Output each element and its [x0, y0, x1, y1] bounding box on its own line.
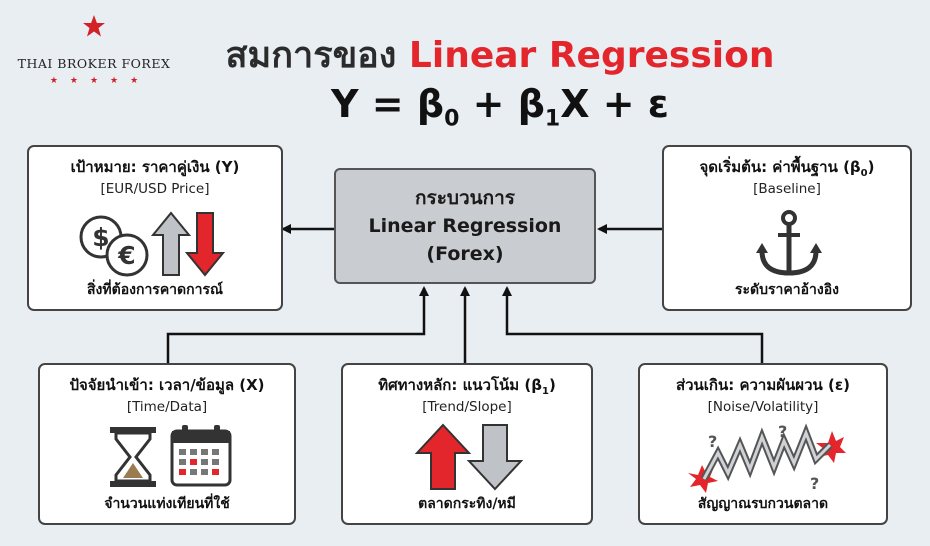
volatility-zigzag-icon: ? ? ?	[688, 423, 846, 493]
equation: Y = β0 + β1X + ε	[180, 82, 820, 132]
target-box: เป้าหมาย: ราคาคู่เงิน (Y) [EUR/USD Price…	[27, 145, 283, 311]
equation-sub1: 1	[544, 106, 561, 132]
baseline-heading-end: )	[867, 158, 875, 176]
trend-heading-wrap: ทิศทางหลัก: แนวโน้ม (β1)	[343, 373, 591, 397]
title-thai: สมการของ	[225, 35, 397, 76]
brand-stars: ★★★★★	[49, 76, 151, 86]
trend-box: ทิศทางหลัก: แนวโน้ม (β1) [Trend/Slope] ต…	[341, 363, 593, 525]
arrow-input-to-center	[166, 286, 429, 363]
center-line3: (Forex)	[426, 243, 504, 265]
baseline-heading: จุดเริ่มต้น: ค่าพื้นฐาน (β	[699, 158, 861, 176]
svg-text:?: ?	[810, 474, 819, 493]
noise-sub: [Noise/Volatility]	[707, 399, 819, 415]
center-line2: Linear Regression	[368, 215, 562, 237]
input-box: ปัจจัยนำเข้า: เวลา/ข้อมูล (X) [Time/Data…	[38, 363, 296, 525]
target-heading: เป้าหมาย: ราคาคู่เงิน (Y)	[70, 158, 240, 176]
trend-arrows-icon	[414, 423, 524, 491]
page-title: สมการของ Linear Regression	[180, 26, 820, 83]
noise-box: ส่วนเกิน: ความผันผวน (ε) [Noise/Volatili…	[638, 363, 888, 525]
equation-y: Y = β	[331, 82, 445, 126]
equation-plus: + β	[459, 82, 545, 126]
center-process-box: กระบวนการ Linear Regression (Forex)	[334, 168, 596, 284]
baseline-heading-wrap: จุดเริ่มต้น: ค่าพื้นฐาน (β0)	[664, 155, 910, 179]
brand-name: THAI BROKER FOREX	[17, 56, 171, 71]
baseline-sub: [Baseline]	[753, 181, 821, 197]
input-footer: จำนวนแท่งเทียนที่ใช้	[104, 496, 230, 512]
center-line1: กระบวนการ	[414, 187, 515, 209]
trend-heading: ทิศทางหลัก: แนวโน้ม (β	[378, 376, 542, 394]
svg-text:?: ?	[708, 432, 717, 451]
target-sub: [EUR/USD Price]	[100, 181, 210, 197]
trend-sub: [Trend/Slope]	[422, 399, 512, 415]
baseline-footer: ระดับราคาอ้างอิง	[735, 282, 839, 298]
anchor-icon	[756, 210, 822, 276]
svg-text:$: $	[92, 223, 109, 252]
equation-rest: X + ε	[560, 82, 669, 126]
title-english: Linear Regression	[408, 35, 775, 76]
arrow-noise-to-center	[502, 286, 764, 363]
trend-heading-sub: 1	[541, 386, 549, 397]
noise-footer: สัญญาณรบกวนตลาด	[697, 496, 829, 512]
calendar-icon	[170, 425, 232, 487]
baseline-box: จุดเริ่มต้น: ค่าพื้นฐาน (β0) [Baseline] …	[662, 145, 912, 311]
trend-footer: ตลาดกระทิง/หมี	[418, 496, 516, 512]
currency-coins-icon: $ €	[79, 211, 226, 277]
baseline-heading-sub: 0	[860, 168, 868, 179]
hourglass-icon	[110, 427, 156, 487]
input-sub: [Time/Data]	[126, 399, 208, 415]
equation-sub0: 0	[444, 106, 460, 132]
svg-text:€: €	[117, 241, 135, 270]
trend-heading-end: )	[548, 376, 556, 394]
noise-heading: ส่วนเกิน: ความผันผวน (ε)	[675, 376, 851, 394]
brand-logo: THAI BROKER FOREX ★★★★★	[14, 14, 174, 86]
star-icon	[83, 15, 105, 37]
svg-text:?: ?	[778, 423, 787, 441]
input-heading: ปัจจัยนำเข้า: เวลา/ข้อมูล (X)	[69, 376, 265, 394]
target-footer: สิ่งที่ต้องการคาดการณ์	[87, 282, 223, 298]
